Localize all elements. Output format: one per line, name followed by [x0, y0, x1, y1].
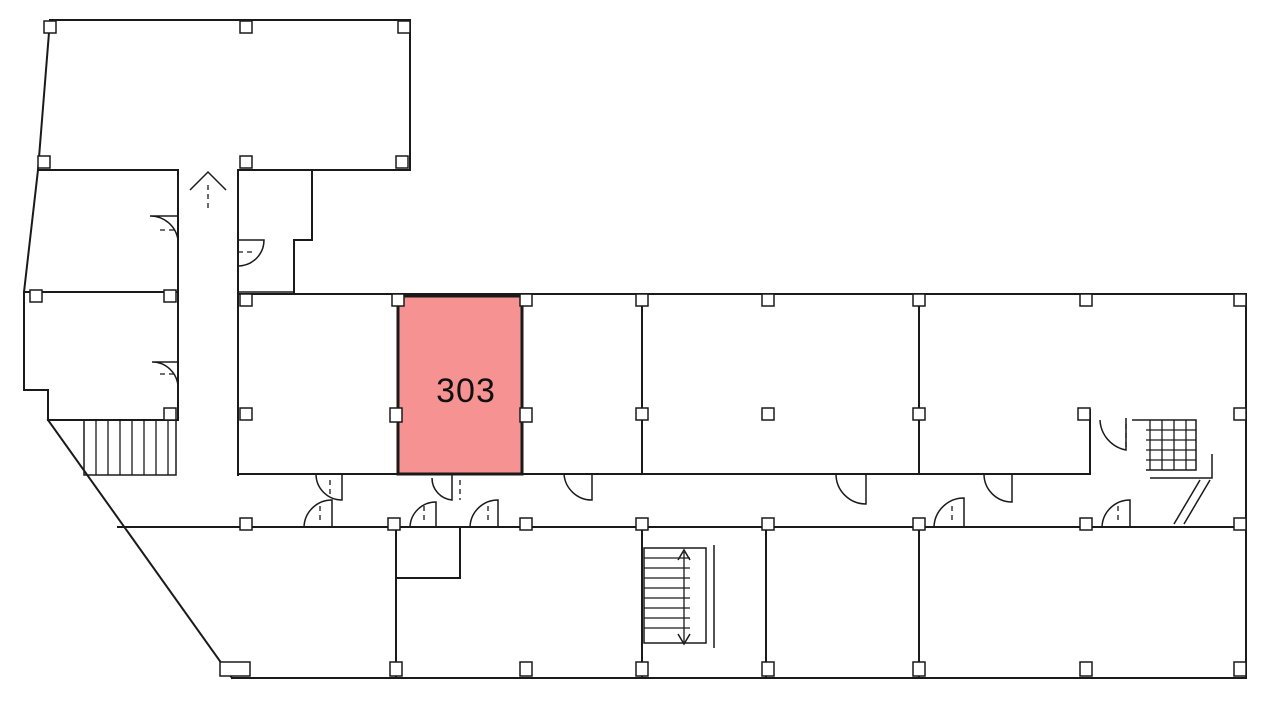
columns: [29, 20, 1247, 677]
doors: [149, 215, 1131, 528]
stairs-center: [643, 545, 715, 648]
stairs-west: [83, 419, 177, 476]
door-thresholds: [160, 229, 1127, 524]
room-303-number: 303: [436, 372, 496, 410]
stairs-east: [1132, 419, 1213, 525]
main-block: [46, 293, 1247, 680]
room-303[interactable]: 303: [396, 294, 524, 476]
northwest-wing: [23, 18, 411, 476]
room-303-highlight[interactable]: [396, 294, 524, 476]
